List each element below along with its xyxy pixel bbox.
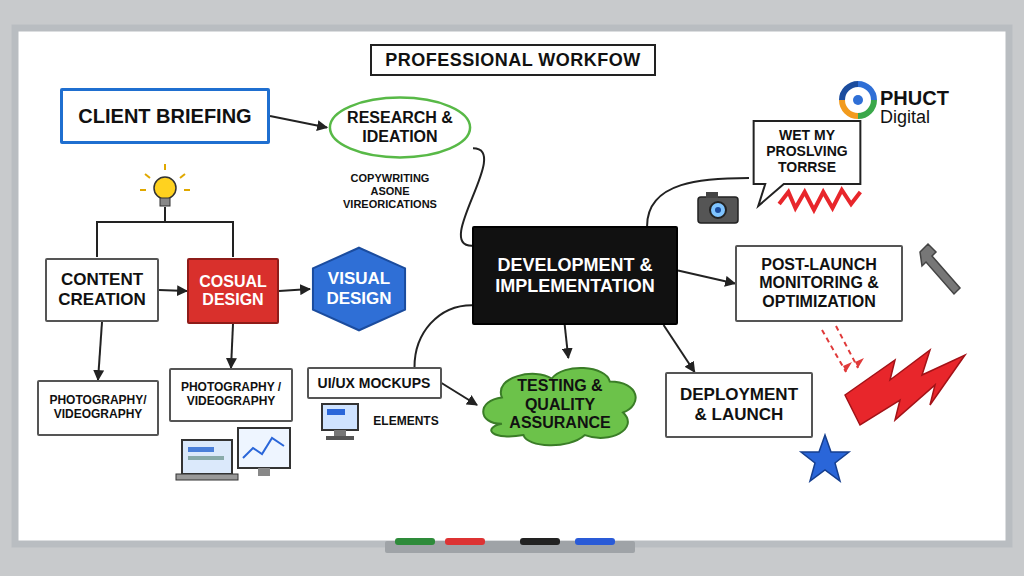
idea-ellipse: RESEARCH & IDEATION xyxy=(327,95,473,160)
connector xyxy=(279,289,310,291)
node-text: VISUAL DESIGN xyxy=(316,269,402,308)
node-text: PHOTOGRAPHY/ VIDEOGRAPHY xyxy=(45,394,151,422)
speech-bubble: WET MY PROSLVING TORRSE xyxy=(749,118,865,218)
node-text: UI/UX MOCKUPS xyxy=(318,375,431,391)
lightbulb-icon xyxy=(140,164,190,206)
hexagon-node: VISUAL DESIGN xyxy=(310,246,408,332)
node-text: POST-LAUNCH MONITORING & OPTIMIZATION xyxy=(743,256,895,311)
node-text: TESTING & QUALITY ASSURANCE xyxy=(499,377,621,432)
node-text: DEVELOPMENT & IMPLEMENTATION xyxy=(480,255,670,296)
process-box: UI/UX MOCKUPS xyxy=(307,367,442,399)
connector xyxy=(678,271,735,284)
monitor-icon xyxy=(322,404,358,440)
note-text: ELEMENTS xyxy=(366,414,446,428)
note-text: COPYWRITING ASONE VIREORICATIONS xyxy=(335,172,445,212)
wrench-icon xyxy=(920,244,960,294)
connector xyxy=(565,325,569,358)
star-icon xyxy=(801,435,849,481)
hexagon-outline xyxy=(313,248,405,331)
ellipse-outline xyxy=(330,98,470,158)
process-box: CONTENT CREATION xyxy=(45,258,159,322)
connector xyxy=(647,178,749,226)
node-text: PHOTOGRAPHY / VIDEOGRAPHY xyxy=(177,381,285,409)
node-text: DEPLOYMENT & LAUNCH xyxy=(673,385,805,424)
process-box: PHOTOGRAPHY/ VIDEOGRAPHY xyxy=(37,380,159,436)
connector xyxy=(270,116,327,128)
connector xyxy=(98,322,102,380)
camera-icon xyxy=(698,192,738,223)
process-box: COSUAL DESIGN xyxy=(187,258,279,324)
start-box: CLIENT BRIEFING xyxy=(60,88,270,144)
node-text: COSUAL DESIGN xyxy=(195,273,271,310)
process-box: POST-LAUNCH MONITORING & OPTIMIZATION xyxy=(735,245,903,322)
lightning-marks xyxy=(822,326,965,425)
connector xyxy=(664,325,695,372)
process-box: PHOTOGRAPHY / VIDEOGRAPHY xyxy=(169,368,293,422)
laptop-icons xyxy=(176,428,290,480)
bracket xyxy=(97,207,233,257)
process-box: DEPLOYMENT & LAUNCH xyxy=(665,372,813,438)
node-text: WET MY PROSLVING TORRSE xyxy=(755,127,859,175)
node-text: CONTENT CREATION xyxy=(53,270,151,309)
title-box: PROFESSIONAL WORKFOW xyxy=(370,44,656,76)
marker-tray xyxy=(385,538,635,553)
process-box: DEVELOPMENT & IMPLEMENTATION xyxy=(472,226,678,325)
logo-text: Digital xyxy=(880,107,970,129)
connector xyxy=(415,305,473,367)
node-text: RESEARCH & IDEATION xyxy=(327,109,473,146)
connector xyxy=(159,290,187,291)
zigzag-mark xyxy=(779,190,860,210)
connector xyxy=(231,324,233,368)
whiteboard xyxy=(15,28,1009,544)
node-text: CLIENT BRIEFING xyxy=(78,105,251,128)
logo-text: PHUCT xyxy=(880,86,970,110)
logo-icon xyxy=(842,84,874,116)
cloud-outline xyxy=(483,368,635,445)
connector xyxy=(442,383,478,405)
cloud-node: TESTING & QUALITY ASSURANCE xyxy=(477,358,643,452)
